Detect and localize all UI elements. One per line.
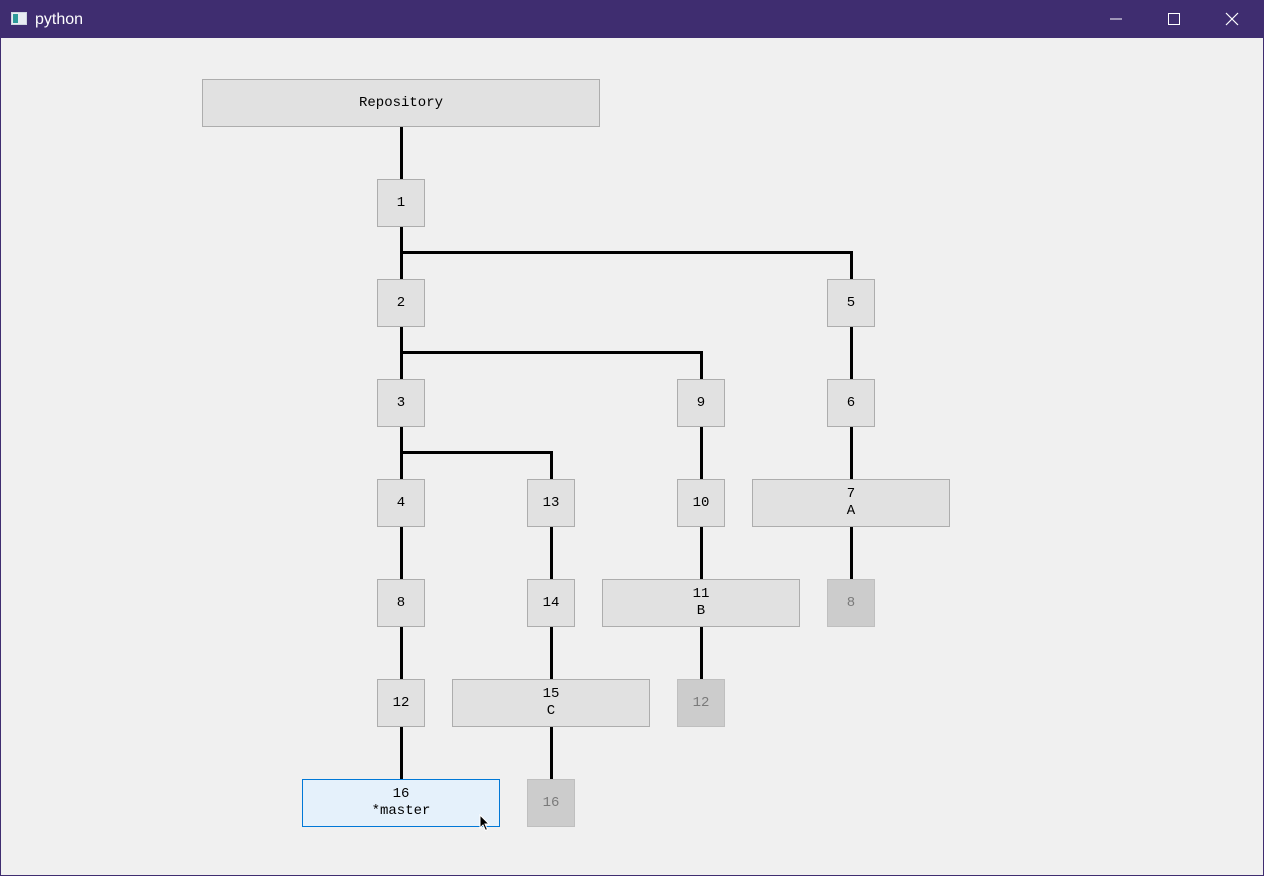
branch-label: B (696, 603, 706, 619)
graph-canvas: Repository 1 2 3 4 8 12 16*master 13 14 … (1, 38, 1263, 875)
node-label: 4 (396, 494, 406, 511)
edge (550, 726, 553, 780)
node-label: Repository (358, 94, 443, 111)
node-label: 16 (542, 794, 560, 811)
title-bar: python (0, 0, 1264, 38)
node-label: 8 (396, 594, 406, 611)
commit-node-9[interactable]: 9 (677, 379, 725, 427)
commit-node-5[interactable]: 5 (827, 279, 875, 327)
node-label: 8 (846, 594, 856, 611)
node-label: 13 (542, 494, 560, 511)
node-label: 16 (392, 786, 410, 802)
edge (700, 351, 703, 380)
node-label: 15 (542, 686, 560, 702)
edge (400, 251, 852, 254)
edge (400, 451, 552, 454)
ghost-node-16[interactable]: 16 (527, 779, 575, 827)
edge (850, 526, 853, 580)
minimize-icon (1110, 18, 1122, 20)
node-label: 6 (846, 394, 856, 411)
node-label: 9 (696, 394, 706, 411)
node-label: 5 (846, 294, 856, 311)
commit-node-12[interactable]: 12 (377, 679, 425, 727)
python-window-icon (11, 12, 27, 25)
edge (400, 726, 403, 780)
commit-node-4[interactable]: 4 (377, 479, 425, 527)
repository-node[interactable]: Repository (202, 79, 600, 127)
commit-node-13[interactable]: 13 (527, 479, 575, 527)
node-label: 2 (396, 294, 406, 311)
edge (400, 126, 403, 180)
edge (850, 251, 853, 280)
branch-label: A (846, 503, 856, 519)
commit-node-10[interactable]: 10 (677, 479, 725, 527)
ghost-node-12[interactable]: 12 (677, 679, 725, 727)
close-icon (1225, 12, 1239, 26)
node-label: 14 (542, 594, 560, 611)
window-title: python (35, 11, 84, 28)
branch-label: C (546, 703, 556, 719)
node-label: 10 (692, 494, 710, 511)
close-button[interactable] (1203, 0, 1261, 38)
edge (550, 626, 553, 680)
edge (700, 426, 703, 480)
edge (700, 526, 703, 580)
edge (850, 426, 853, 480)
node-label: 7 (846, 486, 856, 502)
commit-node-8[interactable]: 8 (377, 579, 425, 627)
edge (400, 626, 403, 680)
mouse-pointer-icon (479, 814, 491, 832)
commit-node-2[interactable]: 2 (377, 279, 425, 327)
edge (550, 526, 553, 580)
commit-node-3[interactable]: 3 (377, 379, 425, 427)
edge (850, 326, 853, 380)
node-label: 12 (392, 694, 410, 711)
maximize-icon (1168, 13, 1180, 25)
node-label: 12 (692, 694, 710, 711)
edge (550, 451, 553, 480)
commit-node-16-master[interactable]: 16*master (302, 779, 500, 827)
commit-node-6[interactable]: 6 (827, 379, 875, 427)
maximize-button[interactable] (1145, 0, 1203, 38)
ghost-node-8[interactable]: 8 (827, 579, 875, 627)
edge (400, 526, 403, 580)
commit-node-1[interactable]: 1 (377, 179, 425, 227)
edge (700, 626, 703, 680)
edge (400, 351, 702, 354)
branch-label: *master (371, 803, 431, 819)
node-label: 1 (396, 194, 406, 211)
node-label: 11 (692, 586, 710, 602)
minimize-button[interactable] (1087, 0, 1145, 38)
node-label: 3 (396, 394, 406, 411)
commit-node-14[interactable]: 14 (527, 579, 575, 627)
